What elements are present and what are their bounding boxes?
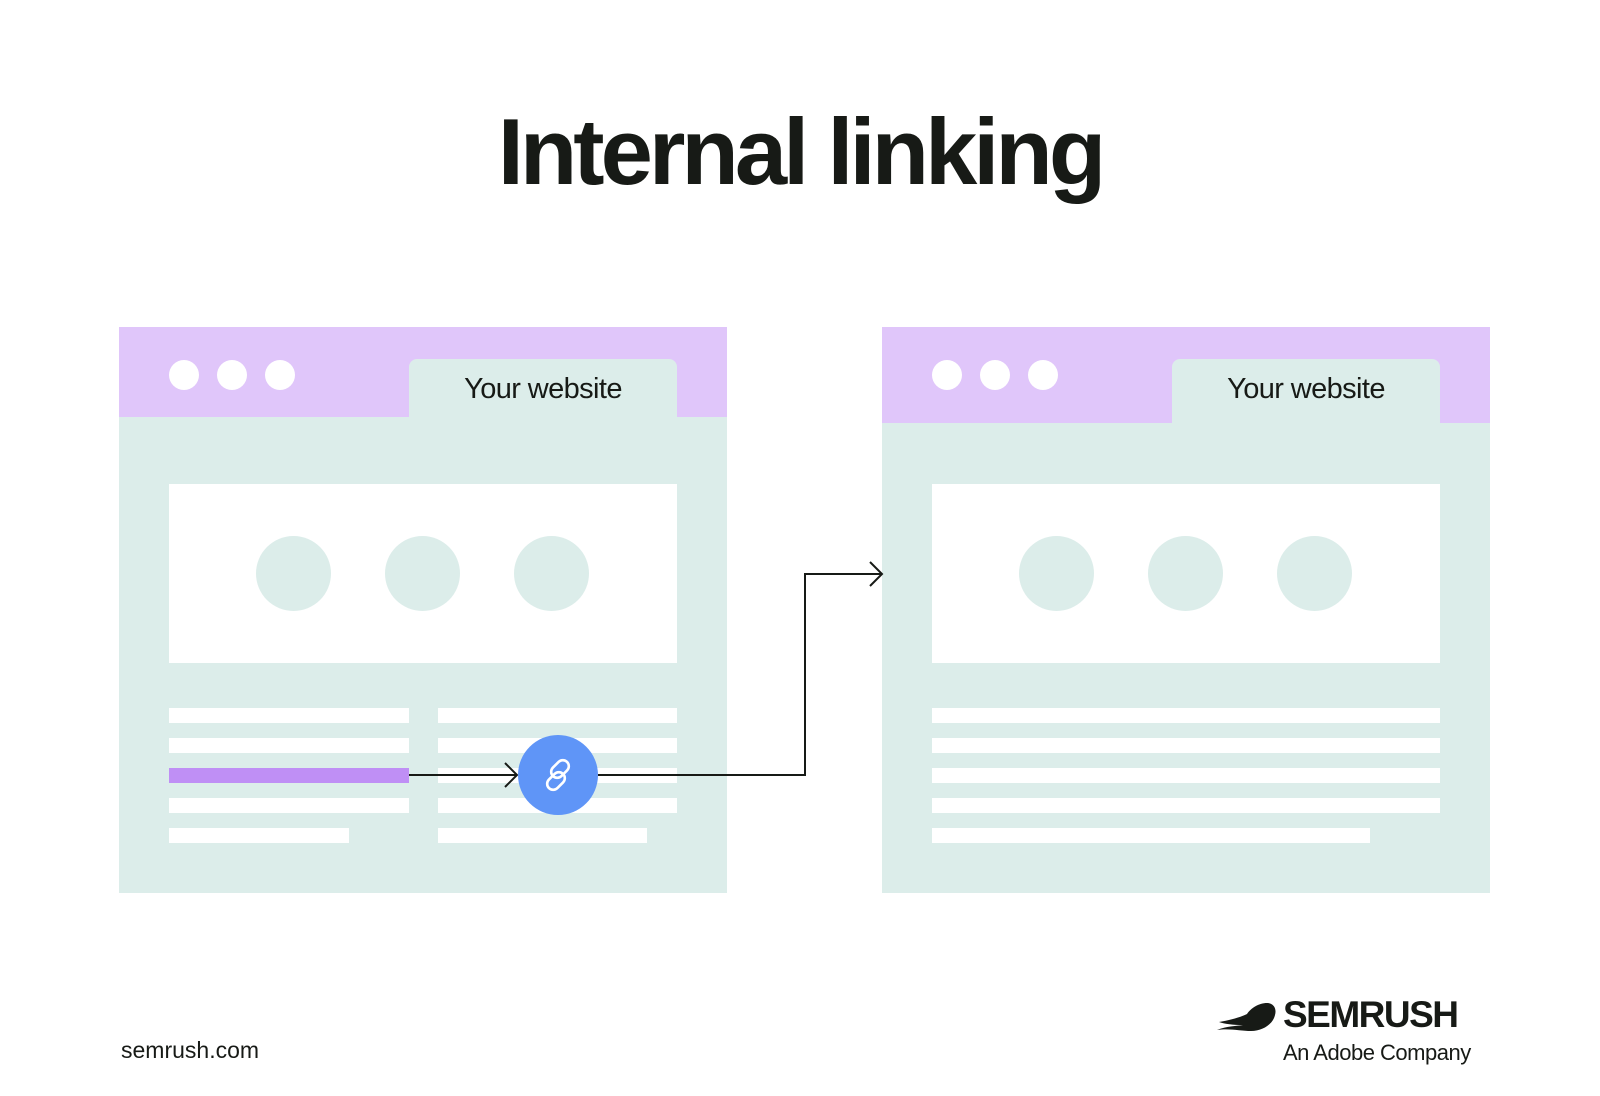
arrow-head	[869, 561, 884, 587]
window-dot	[932, 360, 962, 390]
text-line	[438, 828, 647, 843]
target-page-window: Your website	[882, 327, 1490, 893]
brand-logo: SEMRUSH An Adobe Company	[1215, 996, 1495, 1066]
brand-name: SEMRUSH	[1283, 994, 1459, 1035]
placeholder-circle	[1148, 536, 1223, 611]
tab-label: Your website	[464, 373, 622, 405]
window-dot	[265, 360, 295, 390]
window-dot	[217, 360, 247, 390]
window-dot	[1028, 360, 1058, 390]
semrush-logo-icon	[1217, 1003, 1276, 1031]
browser-tab: Your website	[1172, 359, 1440, 439]
text-line	[932, 738, 1440, 753]
placeholder-circle	[514, 536, 589, 611]
text-line	[932, 708, 1440, 723]
text-line	[169, 708, 409, 723]
text-line	[932, 798, 1440, 813]
brand-tagline: An Adobe Company	[1283, 1040, 1471, 1065]
tab-label: Your website	[1227, 373, 1385, 405]
text-line	[932, 768, 1440, 783]
text-line	[932, 828, 1370, 843]
hero-banner	[932, 484, 1440, 663]
window-dot	[980, 360, 1010, 390]
link-badge[interactable]	[518, 735, 598, 815]
link-icon	[545, 758, 571, 792]
text-line	[169, 798, 409, 813]
placeholder-circle	[256, 536, 331, 611]
diagram-title: Internal linking	[497, 99, 1107, 204]
placeholder-circle	[385, 536, 460, 611]
placeholder-circle	[1277, 536, 1352, 611]
footer-url[interactable]: semrush.com	[121, 1037, 260, 1063]
window-dot	[169, 360, 199, 390]
placeholder-circle	[1019, 536, 1094, 611]
browser-tab: Your website	[409, 359, 677, 439]
text-line	[169, 738, 409, 753]
text-line	[169, 828, 349, 843]
source-page-window: Your website	[119, 327, 727, 893]
anchor-text-highlight[interactable]	[169, 768, 409, 783]
text-line	[438, 708, 677, 723]
hero-banner	[169, 484, 677, 663]
